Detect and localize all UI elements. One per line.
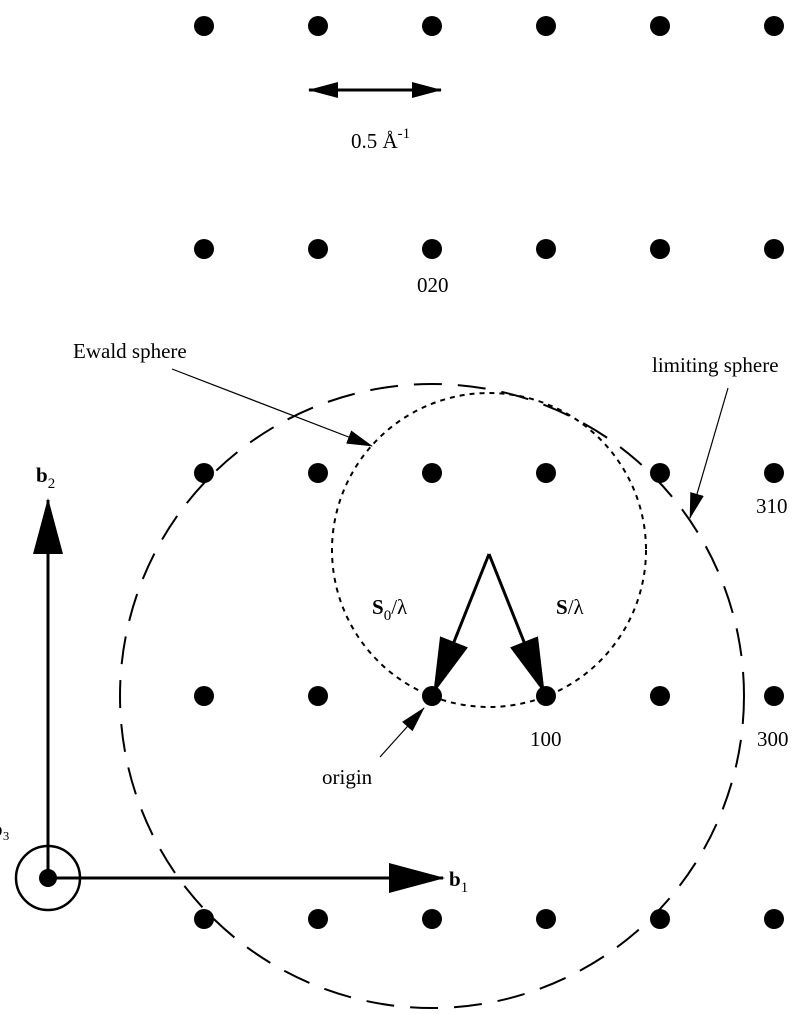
lattice-point bbox=[764, 909, 784, 929]
lattice-point bbox=[764, 463, 784, 483]
lattice-point bbox=[536, 909, 556, 929]
lattice-point bbox=[308, 909, 328, 929]
lattice-point bbox=[650, 239, 670, 259]
limiting-sphere bbox=[119, 383, 745, 1009]
lattice-point bbox=[422, 239, 442, 259]
reflection-310-label: 310 bbox=[756, 494, 788, 518]
lattice-point bbox=[536, 16, 556, 36]
lattice-point bbox=[194, 909, 214, 929]
s0-vector-label: S0/λ bbox=[372, 595, 408, 624]
lattice-point bbox=[194, 463, 214, 483]
b3-axis-label: b₃ bbox=[0, 817, 10, 841]
limiting-sphere-pointer bbox=[689, 387, 729, 519]
b3-axis-dot bbox=[39, 869, 57, 887]
lattice-point bbox=[650, 686, 670, 706]
lattice-point bbox=[308, 16, 328, 36]
b1-axis-label: b1 bbox=[449, 867, 468, 896]
s-vector-label: S/λ bbox=[556, 595, 585, 619]
lattice-point bbox=[650, 463, 670, 483]
lattice-point bbox=[194, 16, 214, 36]
reflection-300-label: 300 bbox=[757, 727, 789, 751]
limiting-sphere-label: limiting sphere bbox=[652, 353, 779, 377]
lattice-point bbox=[194, 239, 214, 259]
b3-axis-ring bbox=[14, 844, 82, 912]
ewald-sphere bbox=[331, 392, 647, 708]
lattice-point bbox=[764, 239, 784, 259]
lattice-points bbox=[194, 16, 784, 929]
origin-pointer bbox=[379, 707, 425, 758]
lattice-point bbox=[422, 463, 442, 483]
origin-label: origin bbox=[322, 765, 373, 789]
lattice-point bbox=[536, 239, 556, 259]
scale-bar-label: 0.5 Å-1 bbox=[351, 126, 410, 153]
lattice-point bbox=[764, 16, 784, 36]
lattice-point bbox=[536, 463, 556, 483]
lattice-point bbox=[308, 686, 328, 706]
lattice-point bbox=[650, 909, 670, 929]
s-vector bbox=[487, 553, 546, 694]
lattice-point bbox=[764, 686, 784, 706]
lattice-point bbox=[650, 16, 670, 36]
ewald-sphere-label: Ewald sphere bbox=[73, 339, 187, 363]
lattice-point bbox=[194, 686, 214, 706]
ewald-sphere-pointer bbox=[171, 368, 373, 447]
b2-axis-label: b2 bbox=[36, 463, 55, 492]
lattice-point bbox=[308, 239, 328, 259]
lattice-point bbox=[422, 16, 442, 36]
reflection-020-label: 020 bbox=[417, 273, 449, 297]
lattice-point bbox=[536, 686, 556, 706]
lattice-point bbox=[422, 909, 442, 929]
s0-vector bbox=[432, 553, 491, 694]
lattice-point bbox=[308, 463, 328, 483]
reflection-100-label: 100 bbox=[530, 727, 562, 751]
